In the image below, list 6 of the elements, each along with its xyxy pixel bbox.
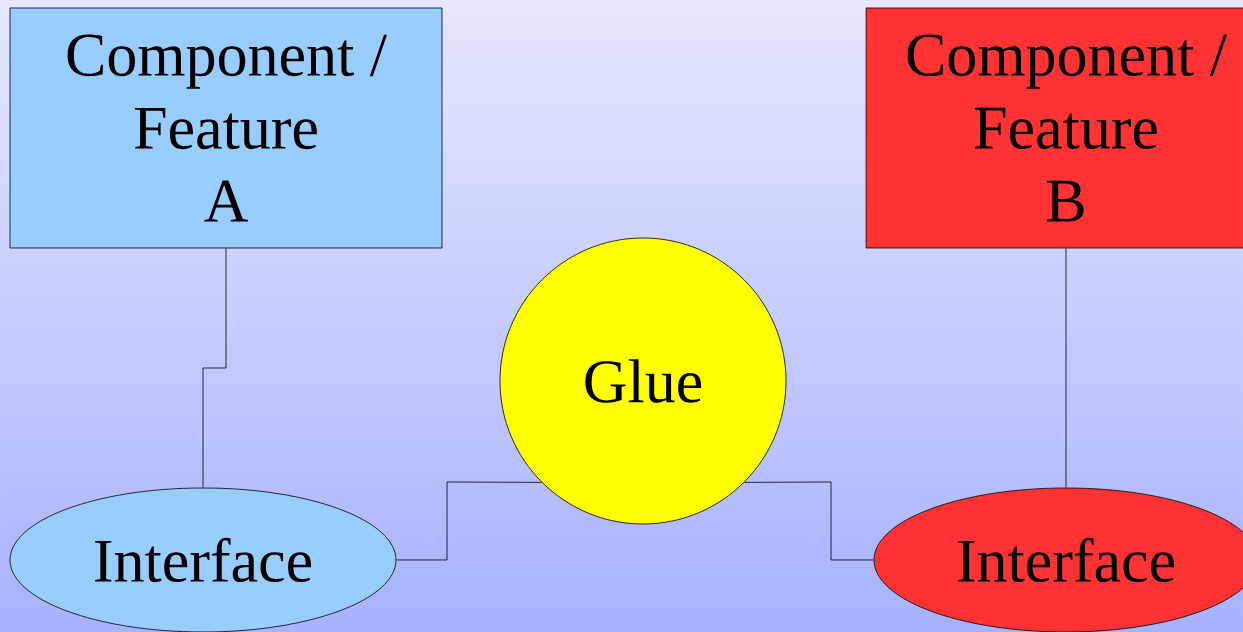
connector-line [202, 248, 227, 488]
component-box: Component / Feature A [9, 7, 443, 249]
connector-line [1065, 248, 1067, 488]
connector-line [396, 481, 542, 561]
connector-line [744, 481, 874, 561]
component-box: Component / Feature B [865, 7, 1243, 249]
